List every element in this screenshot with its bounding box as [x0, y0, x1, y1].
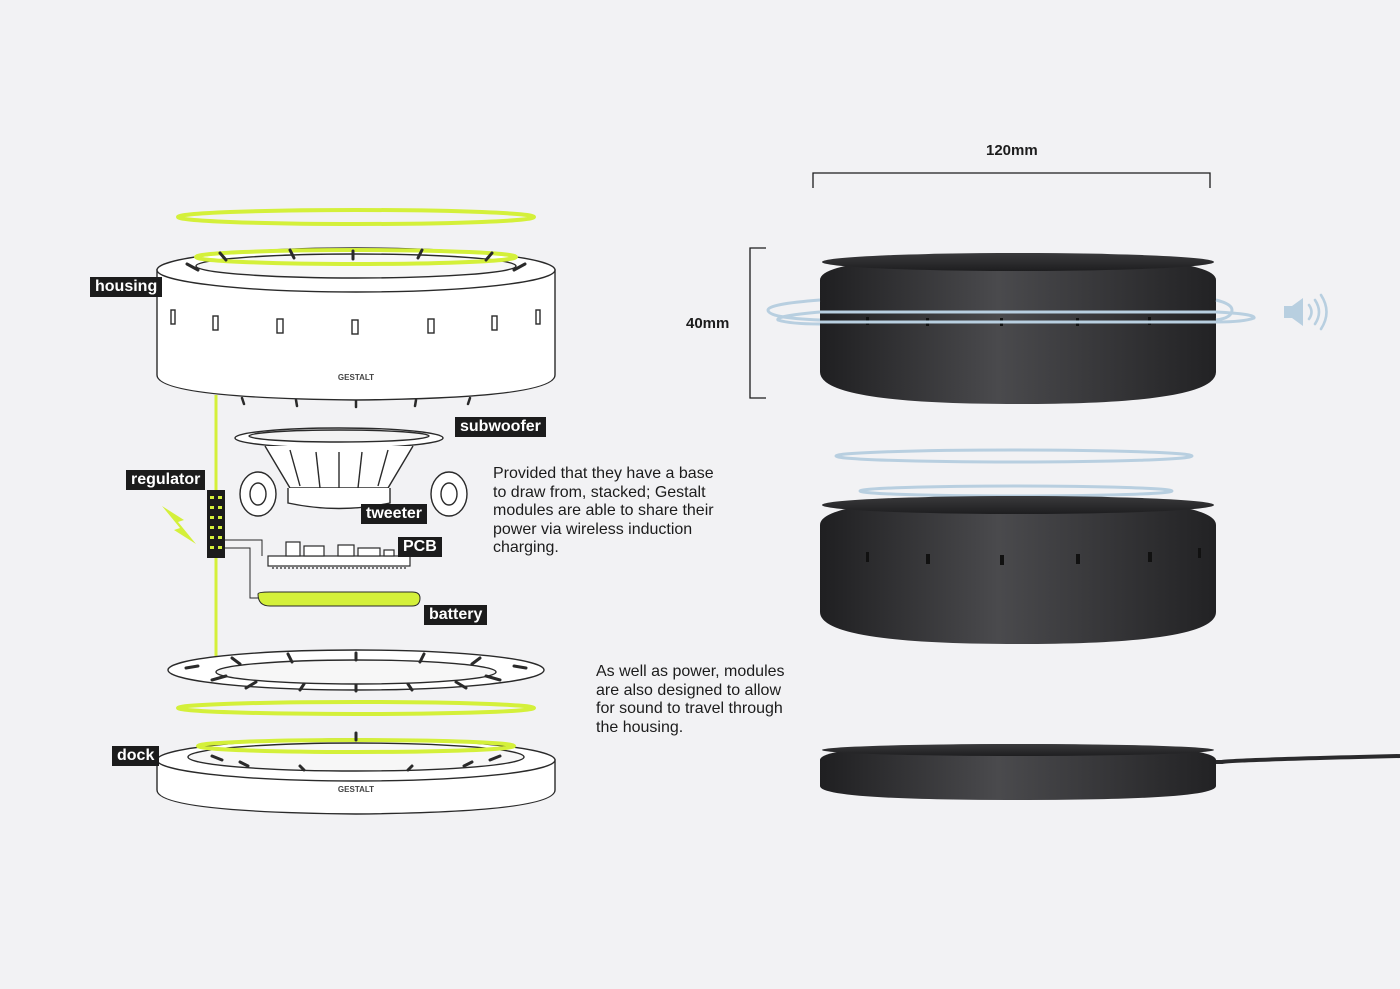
dock-cable	[1216, 754, 1400, 764]
dock-label: dock	[112, 746, 160, 766]
bottom-plate-slots	[184, 651, 528, 693]
dock-induction-coil	[176, 700, 536, 716]
housing-label: housing	[90, 277, 163, 297]
subwoofer-drawing	[234, 427, 444, 510]
housing-top-notches	[185, 248, 527, 272]
battery-label: battery	[424, 605, 488, 625]
speaker-sound-icon	[1284, 293, 1328, 331]
tweeter-label: tweeter	[361, 504, 428, 524]
housing-outline	[156, 247, 556, 401]
bottom-plate-drawing	[167, 649, 545, 691]
width-dimension-label: 120mm	[986, 142, 1038, 159]
housing-bottom-notches	[240, 396, 472, 409]
pcb-drawing	[267, 541, 411, 569]
battery-wire	[225, 547, 258, 599]
regulator-chip	[207, 490, 225, 558]
upper-induction-ring	[834, 448, 1194, 464]
stacking-description: Provided that they have a base to draw f…	[493, 465, 714, 556]
housing-brand-mark: GESTALT	[338, 373, 374, 382]
regulator-label: regulator	[126, 470, 206, 490]
housing-vent-slots	[170, 309, 541, 335]
dock-render	[820, 744, 1216, 800]
width-dimension-line	[812, 172, 1211, 188]
sound-wave-rings	[766, 298, 1256, 326]
lower-induction-ring	[858, 484, 1174, 498]
top-induction-coil	[176, 208, 536, 226]
height-dimension-line	[749, 247, 766, 399]
middle-module-render	[820, 496, 1216, 644]
pcb-wire	[225, 539, 263, 556]
housing-inner-coil	[194, 248, 518, 266]
dock-slots	[210, 731, 502, 772]
dock-brand-mark: GESTALT	[338, 785, 374, 794]
battery-cell	[257, 591, 421, 607]
height-dimension-label: 40mm	[686, 315, 730, 332]
pcb-label: PCB	[398, 537, 442, 557]
sound-description: As well as power, modules are also desig…	[596, 663, 785, 736]
subwoofer-label: subwoofer	[455, 417, 546, 437]
lightning-bolt-icon	[162, 506, 196, 544]
top-module-render	[820, 253, 1216, 404]
tweeter-drawing	[239, 471, 468, 517]
